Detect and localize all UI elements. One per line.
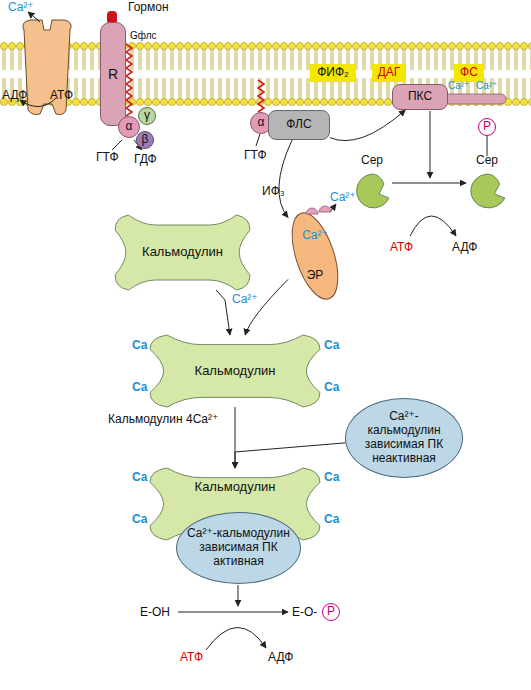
- node-text: Ca²⁺: [302, 229, 328, 243]
- text-label: Ca: [132, 470, 147, 484]
- node-text: ЭР: [307, 269, 324, 283]
- connector-arrow: [279, 140, 292, 218]
- calmodulin-outline: [115, 215, 250, 290]
- node-text: Сер: [361, 154, 383, 168]
- text-label: Е-ОН: [140, 605, 170, 619]
- connector-arrow: [235, 407, 236, 468]
- node-text: α: [258, 116, 265, 130]
- text-label: Ca²⁺: [448, 80, 469, 91]
- text-label: Ca²⁺: [476, 80, 497, 91]
- node-text: P: [327, 605, 335, 619]
- lipid-anchor: [126, 44, 132, 116]
- reaction-arrow: [178, 612, 288, 613]
- text-label: Ca: [324, 338, 339, 352]
- process-box: P: [322, 603, 340, 621]
- process-box: Сер: [466, 154, 508, 212]
- text-label: ГТФ: [244, 148, 267, 162]
- node-text: P: [483, 120, 491, 134]
- process-box: β: [136, 131, 154, 149]
- node-text: Кальмодулин: [195, 480, 276, 495]
- node-text: ДАГ: [378, 66, 401, 80]
- text-label: Ca: [132, 512, 147, 526]
- pkc-tail: [444, 94, 506, 104]
- phospho-bond: [487, 136, 488, 156]
- node-text: ФЛС: [286, 118, 311, 132]
- process-box: ФИФ₂: [310, 64, 356, 82]
- node-text: ФС: [460, 66, 478, 80]
- node-text: γ: [144, 109, 150, 123]
- text-label: АДФ: [452, 240, 477, 254]
- text-label: АТФ: [390, 240, 413, 254]
- protein-outline: [471, 174, 505, 208]
- connector-arrow: [245, 279, 288, 335]
- text-label: АДФ: [268, 650, 293, 664]
- calmodulin-node: Кальмодулин: [150, 335, 320, 407]
- node-text: Сер: [476, 154, 498, 168]
- text-label: Ca: [324, 380, 339, 394]
- node-text: ПКС: [408, 90, 432, 104]
- lipid-anchor: [258, 80, 264, 112]
- text-label: АТФ: [180, 650, 203, 664]
- process-box: P: [478, 118, 496, 136]
- process-box: ДАГ: [372, 64, 406, 82]
- ip3-channel: [306, 208, 318, 214]
- calmodulin-outline: [150, 335, 320, 407]
- text-label: ГТФ: [96, 150, 119, 164]
- process-box: R: [100, 22, 126, 126]
- gtp-line: [112, 140, 122, 150]
- calmodulin-node: Кальмодулин: [115, 215, 250, 290]
- text-label: Ca²⁺: [330, 190, 356, 204]
- text-label: Ca: [132, 338, 147, 352]
- node-text: Ca²⁺-кальмодулин зависимая ПК неактивная: [354, 410, 454, 465]
- process-box: Ca²⁺ ЭР: [288, 202, 342, 302]
- text-label: Ca: [132, 380, 147, 394]
- text-label: Ca²⁺: [8, 0, 34, 14]
- process-box: ФС: [454, 64, 484, 82]
- edge-label: Ca²⁺: [232, 292, 258, 306]
- node-text: R: [108, 66, 118, 82]
- text-label: Ca: [324, 512, 339, 526]
- kinase-arrow: [238, 585, 239, 606]
- text-label: Е-О-: [292, 605, 317, 619]
- process-box: ПКС: [392, 84, 448, 110]
- kinase-ellipse: Ca²⁺-кальмодулин зависимая ПК активная: [176, 512, 301, 584]
- ip3-channel: [319, 206, 331, 212]
- text-label: Гормон: [128, 0, 169, 14]
- node-text: ФИФ₂: [317, 66, 349, 80]
- kinase-ellipse: Ca²⁺-кальмодулин зависимая ПК неактивная: [345, 398, 463, 478]
- process-box: γ: [138, 107, 156, 125]
- gtp-line: [256, 134, 260, 146]
- connector-arrow: [216, 290, 230, 335]
- connector-arrow: [330, 110, 405, 141]
- text-label: ГДФ: [134, 152, 157, 166]
- node-text: α: [126, 120, 133, 134]
- text-label: Ca: [324, 470, 339, 484]
- lipid-bilayer: [0, 40, 531, 108]
- atp-arc: [206, 627, 266, 650]
- text-label: Кальмодулин 4Ca²⁺: [108, 412, 218, 426]
- node-text: Кальмодулин: [142, 245, 223, 260]
- protein-outline: [357, 174, 389, 208]
- atp-arc: [410, 216, 456, 236]
- text-label: АТФ: [50, 88, 73, 102]
- text-label: Gфлс: [130, 30, 157, 41]
- connector-arrow: [235, 443, 345, 468]
- edge-label: ИФ₃: [262, 184, 285, 198]
- er-shape: [288, 202, 342, 302]
- process-box: Сер: [352, 154, 392, 212]
- node-text: Ca²⁺-кальмодулин зависимая ПК активная: [186, 527, 292, 568]
- process-box: ФЛС: [268, 110, 330, 140]
- pkc-arrow: [430, 111, 431, 178]
- node-text: Кальмодулин: [195, 364, 276, 379]
- node-text: β: [142, 133, 149, 147]
- text-label: АДФ: [2, 88, 27, 102]
- er-outline: [283, 207, 347, 304]
- connector-arrow: [392, 183, 466, 184]
